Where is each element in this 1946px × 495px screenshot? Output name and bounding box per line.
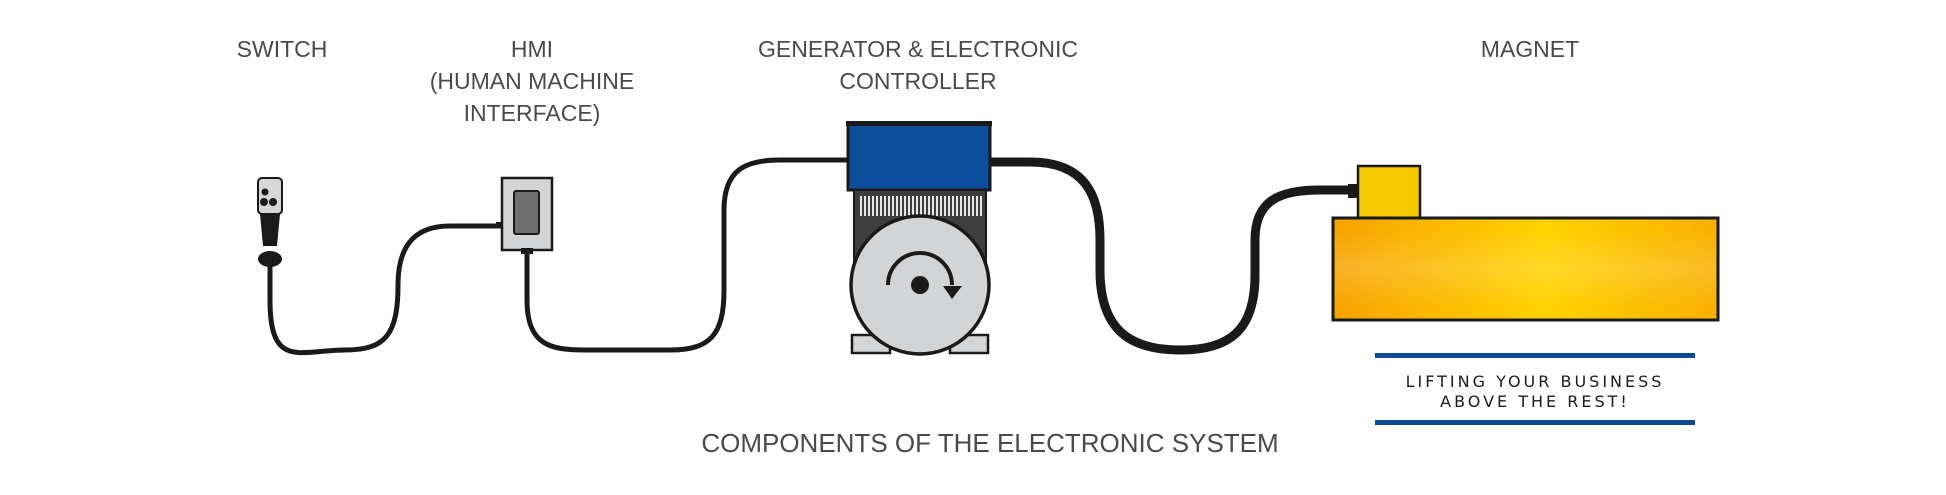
cable-hmi-to-generator — [524, 157, 851, 353]
generator-controller-icon — [846, 121, 992, 356]
pendant-switch-icon — [257, 177, 283, 267]
magnet-label: MAGNET — [1450, 33, 1610, 65]
cable-generator-to-magnet — [985, 157, 1353, 355]
slogan-line1: LIFTING YOUR BUSINESS — [1405, 372, 1665, 391]
slogan-banner: LIFTING YOUR BUSINESS ABOVE THE REST! — [1375, 353, 1695, 425]
lifting-magnet-icon — [1331, 164, 1720, 322]
generator-label-line1: GENERATOR & ELECTRONIC — [758, 36, 1078, 62]
slogan-line2: ABOVE THE REST! — [1440, 392, 1630, 411]
magnet-label-text: MAGNET — [1480, 36, 1580, 62]
generator-label-line2: CONTROLLER — [839, 68, 997, 94]
hmi-panel-icon — [496, 176, 554, 254]
hmi-label-line3: INTERFACE) — [463, 100, 601, 126]
hmi-label-line2: (HUMAN MACHINE — [429, 68, 635, 94]
switch-label-text: SWITCH — [236, 36, 328, 62]
rotation-arrow-icon — [886, 251, 962, 299]
switch-label: SWITCH — [212, 33, 352, 65]
cable-switch-to-hmi — [267, 223, 503, 356]
generator-label: GENERATOR & ELECTRONIC CONTROLLER — [748, 33, 1088, 97]
hmi-label: HMI (HUMAN MACHINE INTERFACE) — [412, 33, 652, 129]
diagram-caption: COMPONENTS OF THE ELECTRONIC SYSTEM — [701, 428, 1279, 458]
hmi-label-line1: HMI — [510, 36, 554, 62]
